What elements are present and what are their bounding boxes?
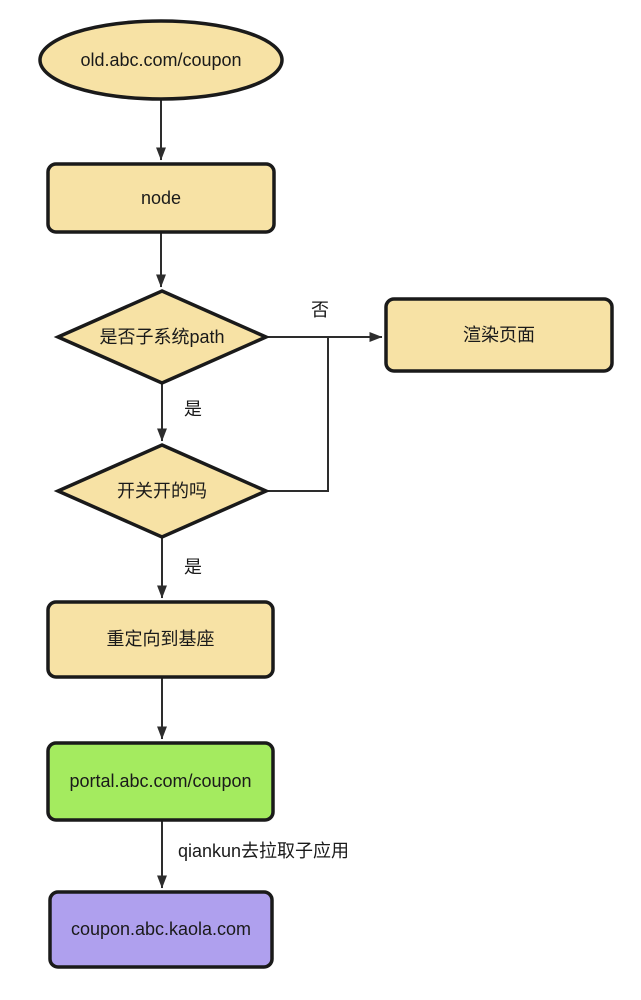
portal-box bbox=[46, 741, 275, 822]
node-box bbox=[46, 162, 276, 234]
start-ellipse bbox=[38, 19, 284, 101]
subsystem-path-decision-diamond bbox=[53, 289, 271, 385]
connector-switch-no-merge bbox=[266, 336, 329, 492]
switch-decision-diamond bbox=[53, 443, 271, 539]
render-page-box bbox=[384, 297, 614, 373]
coupon-app-box bbox=[48, 890, 274, 969]
redirect-base-box bbox=[46, 600, 275, 679]
